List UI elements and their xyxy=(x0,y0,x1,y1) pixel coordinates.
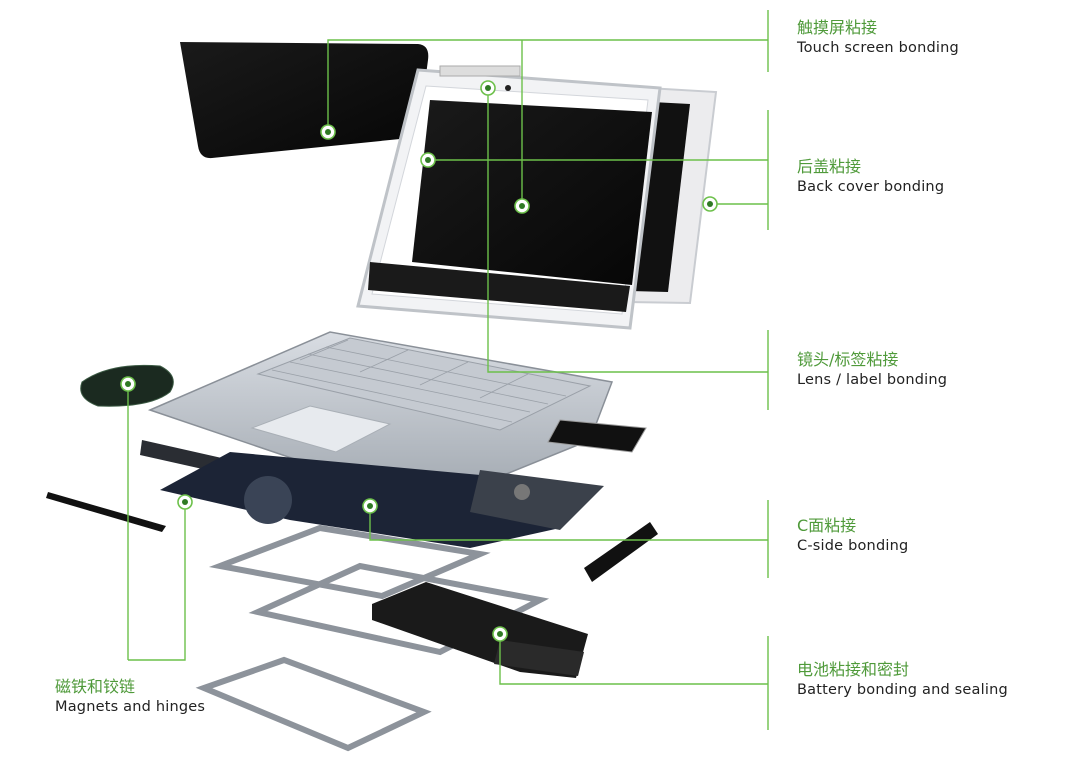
label-magnets: 磁铁和铰链 Magnets and hinges xyxy=(55,677,205,717)
label-battery: 电池粘接和密封 Battery bonding and sealing xyxy=(797,660,1008,700)
display-glass xyxy=(180,42,429,159)
label-back-cover: 后盖粘接 Back cover bonding xyxy=(797,157,944,197)
marker-back-1 xyxy=(420,152,436,168)
marker-battery xyxy=(492,626,508,642)
marker-touch-2 xyxy=(514,198,530,214)
label-magnets-en: Magnets and hinges xyxy=(55,698,206,715)
label-battery-en: Battery bonding and sealing xyxy=(797,681,1008,698)
label-c-side: C面粘接 C-side bonding xyxy=(797,516,908,556)
bottom-frames xyxy=(195,524,550,752)
battery xyxy=(372,582,588,678)
hinge-bar xyxy=(46,492,166,532)
marker-back-2 xyxy=(702,196,718,212)
label-lens-zh: 镜头/标签粘接 xyxy=(797,350,899,369)
label-lens: 镜头/标签粘接 Lens / label bonding xyxy=(797,350,947,390)
marker-touch-1 xyxy=(320,124,336,140)
label-c-side-zh: C面粘接 xyxy=(797,516,857,535)
side-strip xyxy=(584,522,658,582)
label-lens-en: Lens / label bonding xyxy=(797,371,948,388)
leader-lines xyxy=(127,10,769,730)
marker-lens xyxy=(480,80,496,96)
label-c-side-en: C-side bonding xyxy=(797,537,909,554)
display-bezel xyxy=(356,65,662,330)
label-magnets-zh: 磁铁和铰链 xyxy=(55,677,136,696)
label-back-cover-zh: 后盖粘接 xyxy=(797,157,862,176)
mainboard xyxy=(160,419,647,548)
label-back-cover-en: Back cover bonding xyxy=(797,178,945,195)
label-touch-screen-zh: 触摸屏粘接 xyxy=(797,18,878,37)
marker-hinge xyxy=(177,494,193,510)
label-touch-screen-en: Touch screen bonding xyxy=(797,39,959,56)
label-touch-screen: 触摸屏粘接 Touch screen bonding xyxy=(797,18,959,58)
marker-cside xyxy=(362,498,378,514)
label-battery-zh: 电池粘接和密封 xyxy=(797,660,910,679)
marker-magnet xyxy=(120,376,136,392)
bonding-markers xyxy=(120,80,718,642)
